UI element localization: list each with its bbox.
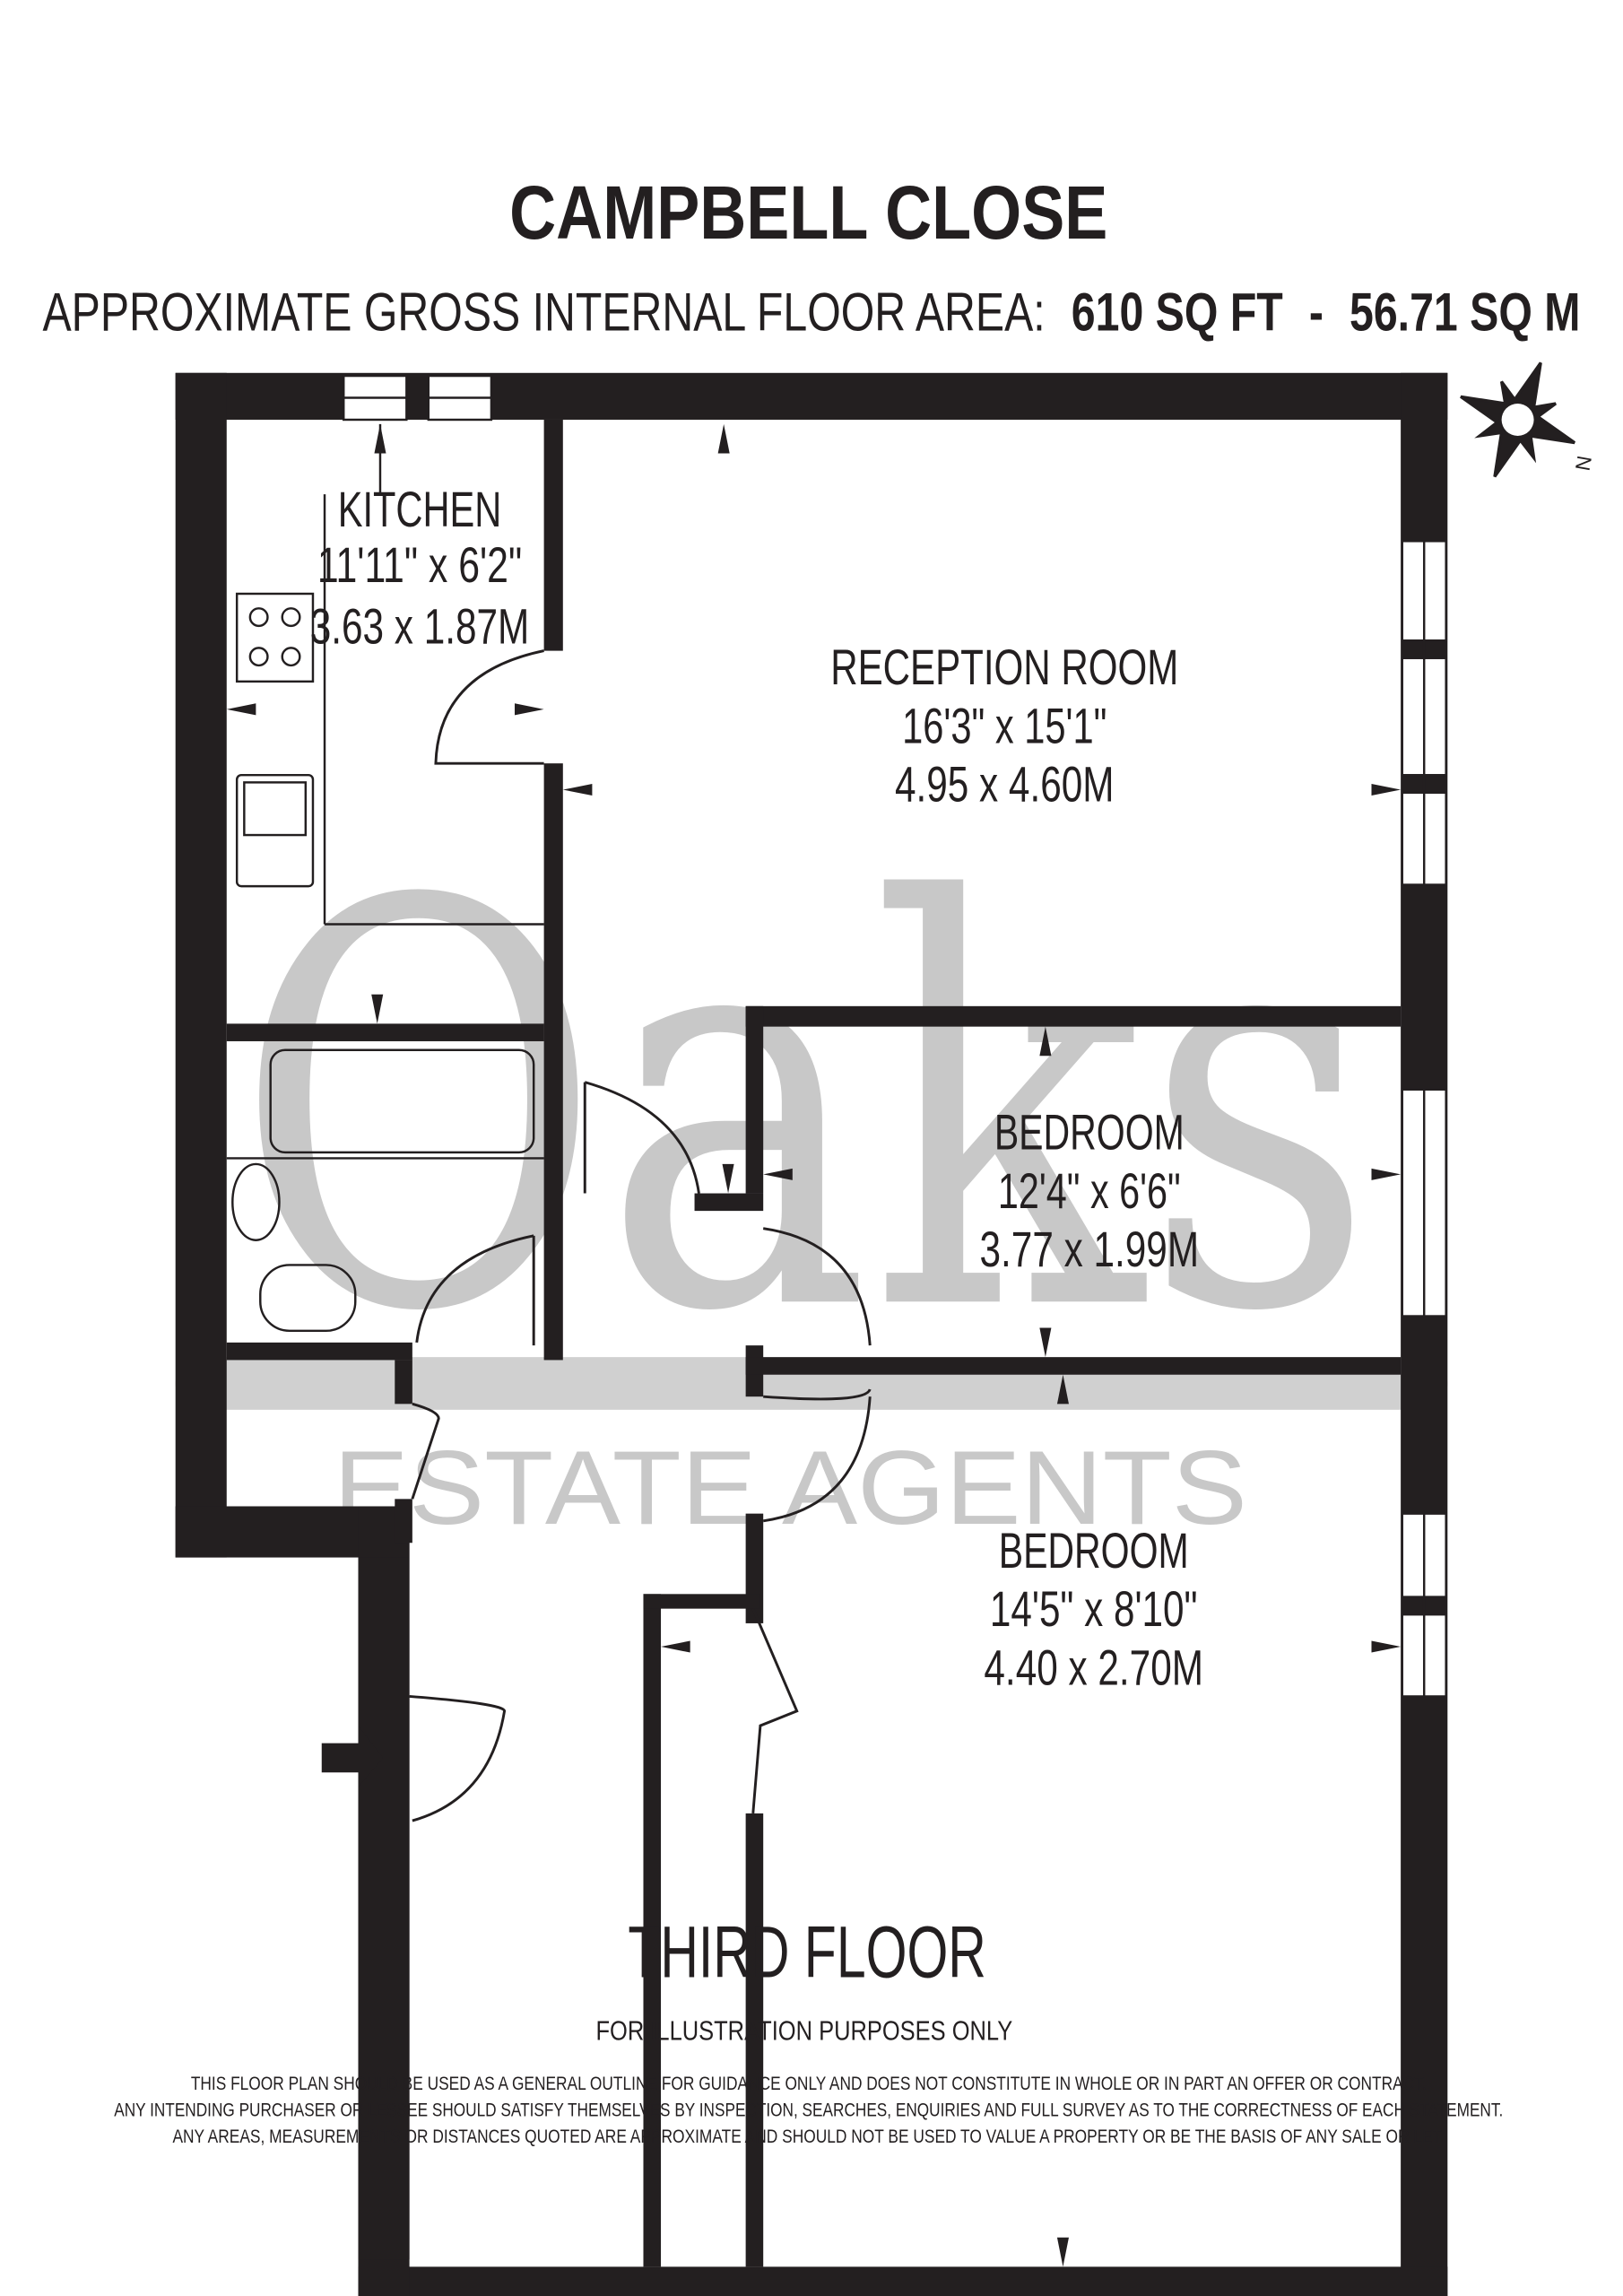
room-name: RECEPTION ROOM xyxy=(830,639,1178,695)
floor-area-sqft: 610 SQ FT xyxy=(1072,282,1283,342)
entrance-arrow-icon xyxy=(321,1726,384,1787)
room-metric: 4.95 x 4.60M xyxy=(895,757,1115,813)
svg-text:APPROXIMATE GROSS INTERNAL FLO: APPROXIMATE GROSS INTERNAL FLOOR AREA: 6… xyxy=(42,282,1580,342)
disclaimer-line: ANY AREAS, MEASUREMENTS OR DISTANCES QUO… xyxy=(172,2126,1445,2147)
room-name: BEDROOM xyxy=(994,1105,1185,1161)
toilet-icon xyxy=(259,1264,357,1333)
room-kitchen: KITCHEN 11'11" x 6'2" 3.63 x 1.87M xyxy=(310,482,530,654)
doors xyxy=(409,649,872,1822)
room-imperial: 11'11" x 6'2" xyxy=(317,537,522,593)
kitchen-fixtures xyxy=(235,423,544,926)
floor-label: THIRD FLOOR xyxy=(628,1912,985,1994)
bathroom-fixtures xyxy=(226,1048,544,1333)
room-name: BEDROOM xyxy=(999,1523,1189,1578)
watermark-brand: Oaks xyxy=(234,787,1375,1433)
illustration-note: FOR ILLUSTRATION PURPOSES ONLY xyxy=(595,2015,1012,2047)
floor-area-label: APPROXIMATE GROSS INTERNAL FLOOR AREA: xyxy=(42,282,1045,342)
floor-area-separator: - xyxy=(1309,282,1324,342)
plan-title: CAMPBELL CLOSE xyxy=(509,170,1107,255)
sink-icon xyxy=(235,773,315,888)
watermark: Oaks ESTATE AGENTS xyxy=(175,787,1448,1546)
room-reception: RECEPTION ROOM 16'3" x 15'1" 4.95 x 4.60… xyxy=(830,639,1178,812)
disclaimer-line: THIS FLOOR PLAN SHOULD BE USED AS A GENE… xyxy=(191,2074,1427,2094)
watermark-tagline: ESTATE AGENTS xyxy=(334,1429,1247,1546)
room-metric: 4.40 x 2.70M xyxy=(984,1639,1203,1695)
floor-area-line: APPROXIMATE GROSS INTERNAL FLOOR AREA: 6… xyxy=(42,282,1580,342)
room-bedroom-1: BEDROOM 12'4" x 6'6" 3.77 x 1.99M xyxy=(980,1105,1200,1277)
room-imperial: 12'4" x 6'6" xyxy=(998,1163,1181,1219)
basin-icon xyxy=(231,1162,281,1241)
room-metric: 3.63 x 1.87M xyxy=(310,598,530,654)
disclaimer: THIS FLOOR PLAN SHOULD BE USED AS A GENE… xyxy=(114,2074,1503,2147)
compass-icon xyxy=(1460,361,1576,478)
room-imperial: 16'3" x 15'1" xyxy=(902,698,1107,753)
floor-area-sqm: 56.71 SQ M xyxy=(1350,282,1581,342)
windows xyxy=(342,374,1447,1698)
compass-north-label: N xyxy=(1571,454,1596,473)
room-imperial: 14'5" x 8'10" xyxy=(990,1581,1198,1637)
room-metric: 3.77 x 1.99M xyxy=(980,1222,1200,1277)
hob-icon xyxy=(235,592,315,683)
room-bedroom-2: BEDROOM 14'5" x 8'10" 4.40 x 2.70M xyxy=(984,1523,1203,1695)
room-name: KITCHEN xyxy=(338,482,502,537)
disclaimer-line: ANY INTENDING PURCHASER OR LESSEE SHOULD… xyxy=(114,2100,1503,2120)
bath-icon xyxy=(269,1048,535,1154)
dimension-markers xyxy=(226,423,1402,2267)
